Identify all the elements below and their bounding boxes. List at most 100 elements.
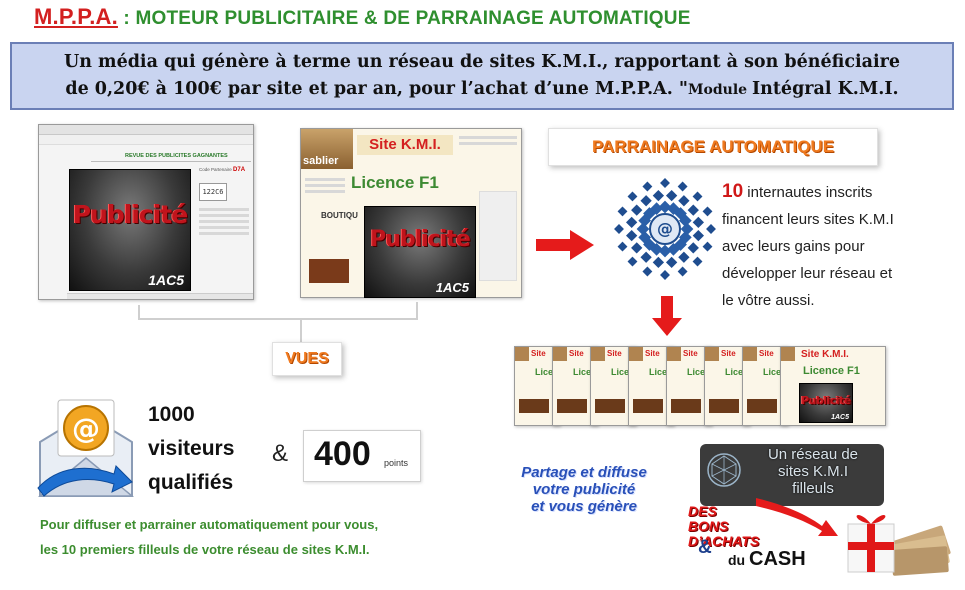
ad-image[interactable]: Publicité 1AC5 [69,169,191,291]
site-thumbnail-ad-text: Publicité [801,394,851,407]
site-thumbnail-licence: Licence F1 [803,365,860,377]
banner-line-2: de 0,20€ à 100€ par site et par an, pour… [12,76,952,104]
gift-money-icon [847,515,951,576]
network-node [665,256,678,269]
captcha-code: 122C6 [202,188,224,196]
site-thumbnail-licence: Licen [573,367,597,377]
screenshot-ads-page: REVUE DES PUBLICITES GAGNANTES Publicité… [38,124,254,300]
ad-code: 1AC5 [148,272,184,288]
site-thumb-1 [309,259,349,283]
network-line-1: Un réseau de [767,446,859,463]
arrow-down-icon [652,296,682,336]
network-node [617,206,628,217]
network-node [687,242,699,254]
network-node [627,191,638,202]
referral-line-4: développer leur réseau et [722,265,893,282]
vues-label: VUES [272,342,342,376]
captcha-box: 122C6 [199,183,227,201]
site-thumbnail-logo [515,347,529,361]
arrow-diagonal-icon [756,498,838,536]
arrow-right-icon [536,230,594,260]
site-thumbnail-ad[interactable]: Publicité 1AC5 [799,383,853,423]
network-node [677,266,688,277]
network-globe-icon [707,453,741,487]
network-node [640,195,652,207]
referral-line-2: financent leurs sites K.M.I [722,211,894,228]
share-line-3: et vous génère [531,498,637,515]
network-node [640,251,652,263]
referral-count: 10 [722,181,744,202]
network-node [642,181,653,192]
partner-code-label-text: Code Partenaire [199,167,232,172]
share-line-1: Partage et diffuse [521,464,647,481]
site-ad-publicite-text: Publicité [370,227,471,252]
network-node [617,241,628,252]
site-thumbnail-title: Site K.M.I. [801,349,849,360]
site-thumbnail-licence: Licen [725,367,749,377]
visitors-qualifier: qualifiés [148,471,234,494]
network-node [642,266,653,277]
rewards-ampersand: & [698,537,712,558]
network-node [692,256,703,267]
points-value: 400 [314,435,371,473]
site-thumbnail-licence: Licen [687,367,711,377]
note-line-1: Pour diffuser et parrainer automatiqueme… [40,517,379,532]
points-unit: points [384,458,409,468]
cash-text: du CASH [728,548,806,571]
network-node [678,214,692,227]
referral-text: 10 internautes inscrits financent leurs … [722,178,924,314]
cash-prefix: du [728,552,749,568]
network-node [631,242,643,254]
connector-left [138,305,140,319]
referral-line-1-text: internautes inscrits [743,184,873,201]
network-line-2: sites K.M.I [777,463,848,480]
visitors-label: visiteurs [148,437,235,460]
network-node [652,189,665,202]
site-title-bg: Site K.M.I. [357,135,453,155]
site-thumbnail-licence: Licen [535,367,559,377]
site-thumbnail-licence: Licen [763,367,787,377]
title-separator: : [117,8,136,29]
site-thumbnail-title: Site [531,349,546,358]
referral-line-3: avec leurs gains pour [722,238,865,255]
site-thumbnail-image [747,399,777,413]
network-line-3: filleuls [792,480,834,497]
site-thumbnail-logo [591,347,605,361]
connector-horizontal [138,318,418,320]
side-lines [199,205,249,238]
intro-banner: Un média qui génère à terme un réseau de… [10,42,954,110]
site-thumbnail-image [709,399,739,413]
banner-line-2a: de 0,20€ à 100€ par site et par an, pour… [65,79,689,99]
svg-text:@: @ [657,219,673,238]
visitors-stat: 1000 visiteurs qualifiés [148,398,234,500]
footer-links [67,293,253,299]
share-text: Partage et diffuse votre publicité et vo… [496,464,672,515]
title-text: MOTEUR PUBLICITAIRE & DE PARRAINAGE AUTO… [135,8,691,29]
site-thumbnail-logo [705,347,719,361]
site-thumbnail-image [519,399,549,413]
ads-site-title: REVUE DES PUBLICITES GAGNANTES [125,153,228,159]
network-node [625,229,638,242]
rewards-line-2: D’ACHATS [688,533,760,549]
network-node [667,242,680,256]
referral-line-1: 10 internautes inscrits [722,178,924,206]
site-thumbnail-licence: Licen [649,367,673,377]
network-node [692,191,703,202]
site-ad-image[interactable]: Publicité 1AC5 [364,206,476,298]
network-node [650,202,663,216]
site-thumbnail: Site K.M.I. Licence F1 Publicité 1AC5 [780,346,886,426]
connector-right [416,302,418,320]
site-thumbnail-image [671,399,701,413]
network-node [677,181,688,192]
rewards-text: DES BONS D’ACHATS [688,504,760,549]
network-box: Un réseau de sites K.M.I filleuls [700,444,884,506]
banner-text: Un média qui génère à terme un réseau de… [12,44,952,104]
network-node [678,195,690,207]
site-thumbnail-ad-code: 1AC5 [831,414,849,421]
note-line-2: les 10 premiers filleuls de votre réseau… [40,542,370,557]
site-thumbnail-title: Site [607,349,622,358]
network-node [638,231,652,244]
site-shop-label: BOUTIQU [321,211,358,220]
site-thumbnail-title: Site [683,349,698,358]
site-logo-area: sablier [301,129,353,169]
